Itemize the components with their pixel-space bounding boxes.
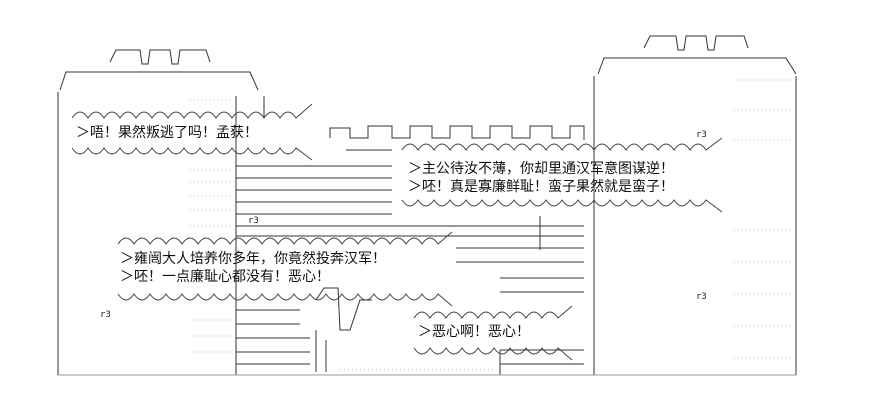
r3-mark: r3 bbox=[696, 130, 707, 140]
right-tower bbox=[593, 35, 797, 375]
r3-mark: r3 bbox=[100, 310, 111, 320]
bubble-line: ＞唔！果然叛逃了吗！孟获！ bbox=[76, 125, 258, 141]
bubble-line: ＞雍闿大人培养你多年，你竟然投奔汉军！ bbox=[120, 251, 386, 267]
left-tower bbox=[57, 49, 265, 375]
bubble-yong-kai: ＞雍闿大人培养你多年，你竟然投奔汉军！ ＞呸！一点廉耻心都没有！恶心！ bbox=[120, 250, 386, 286]
r3-mark: r3 bbox=[696, 292, 707, 302]
bubble-line: ＞呸！真是寡廉鲜耻！蛮子果然就是蛮子！ bbox=[408, 179, 674, 195]
bubble-line: ＞呸！一点廉耻心都没有！恶心！ bbox=[120, 269, 330, 285]
bubble-outlines bbox=[71, 103, 723, 361]
r3-mark: r3 bbox=[248, 216, 259, 226]
middle-wall bbox=[58, 125, 796, 376]
stipple-dots bbox=[190, 79, 792, 371]
bubble-line: ＞主公待汝不薄，你却里通汉军意图谋逆！ bbox=[408, 161, 674, 177]
bubble-meng-huo: ＞唔！果然叛逃了吗！孟获！ bbox=[76, 124, 258, 142]
bubble-lord: ＞主公待汝不薄，你却里通汉军意图谋逆！ ＞呸！真是寡廉鲜耻！蛮子果然就是蛮子！ bbox=[408, 160, 674, 196]
bubble-line: ＞恶心啊！恶心！ bbox=[418, 324, 530, 340]
bubble-disgust: ＞恶心啊！恶心！ bbox=[418, 323, 530, 341]
